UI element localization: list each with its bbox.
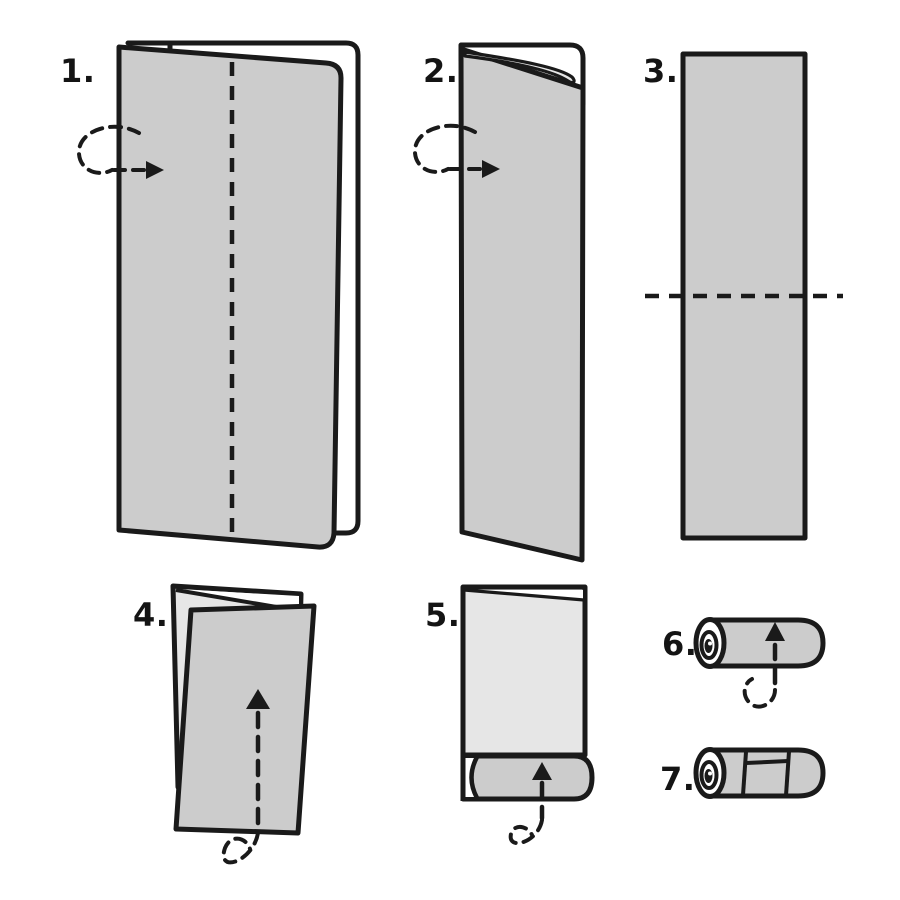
inner-fold-layer [463, 50, 576, 85]
step-2-number: 2. [423, 52, 459, 90]
step-6-graphic [693, 617, 826, 709]
roll-up-arrow-icon [508, 762, 552, 846]
roll-start [460, 753, 595, 802]
towel-flat-part [460, 584, 588, 758]
fold-up-arrow-icon [221, 689, 270, 865]
roll-up-arrow-icon [742, 622, 785, 709]
step-1-graphic [77, 40, 361, 550]
step-7-graphic [693, 747, 826, 799]
step-3-graphic [645, 51, 843, 541]
roll-band [741, 751, 791, 796]
towel-front-panel [458, 46, 586, 563]
roll-curl-line [469, 754, 480, 801]
towel-front-panel [173, 603, 317, 836]
fold-edge-line [463, 588, 585, 602]
step-7-number: 7. [660, 760, 696, 798]
step-4-number: 4. [133, 596, 169, 634]
step-1-number: 1. [60, 52, 96, 90]
step-3-number: 3. [643, 52, 679, 90]
roll-spiral-end [693, 617, 727, 669]
roll-body [709, 747, 826, 799]
step-5-number: 5. [425, 596, 461, 634]
step-2-graphic [413, 42, 586, 563]
step-6-number: 6. [662, 625, 698, 663]
step-4-graphic [170, 583, 317, 865]
roll-spiral-end [693, 747, 727, 799]
flip-arrow-icon [413, 123, 500, 178]
flip-arrow-icon [77, 124, 164, 179]
step-5-graphic [460, 584, 595, 846]
towel-front-panel [116, 44, 344, 550]
roll-body [709, 617, 826, 669]
